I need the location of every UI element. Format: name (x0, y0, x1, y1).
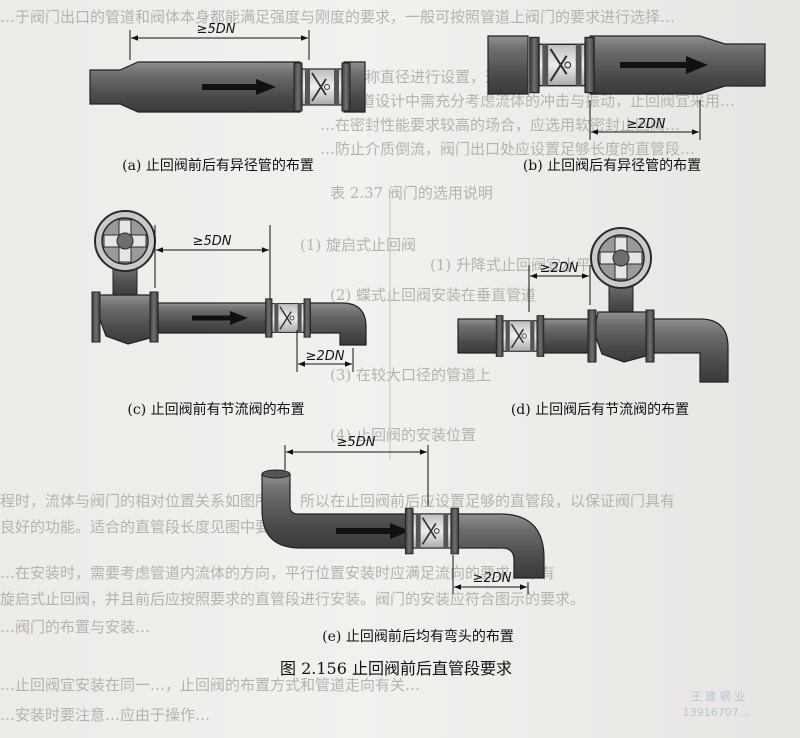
background-print: …于阀门出口的管道和阀体本身都能满足强度与刚度的要求，一般可按照管道上阀门的要求… (0, 8, 735, 724)
svg-text:…安装时要注意…应由于操作…: …安装时要注意…应由于操作… (0, 706, 210, 724)
panel-d-caption: (d) 止回阀后有节流阀的布置 (511, 402, 689, 418)
svg-text:…防止介质倒流，阀门出口处应设置足够长度的直管段…: …防止介质倒流，阀门出口处应设置足够长度的直管段… (320, 140, 695, 158)
svg-text:…阀门的布置与安装…: …阀门的布置与安装… (0, 618, 150, 636)
panel-b-diagram (487, 35, 766, 140)
svg-text:王 建 钢 业: 王 建 钢 业 (691, 689, 746, 703)
svg-text:表 2.37 阀门的选用说明: 表 2.37 阀门的选用说明 (330, 184, 493, 202)
panel-c-diagram (91, 210, 367, 372)
svg-text:…在安装时，需要考虑管道内流体的方向，平行位置安装时应满足流: …在安装时，需要考虑管道内流体的方向，平行位置安装时应满足流向的要求，带有 (0, 564, 555, 582)
svg-text:(4) 止回阀的安装位置: (4) 止回阀的安装位置 (330, 426, 476, 444)
panel-a-diagram (89, 30, 366, 113)
svg-text:(3) 在较大口径的管道上: (3) 在较大口径的管道上 (330, 366, 491, 384)
panel-e-caption: (e) 止回阀前后均有弯头的布置 (322, 628, 514, 645)
panel-b-dim-2dn: ≥2DN (627, 117, 666, 132)
panel-d-diagram (457, 227, 729, 383)
svg-text:…管道设计中需充分考虑流体的冲击与振动，止回阀宜采用…: …管道设计中需充分考虑流体的冲击与振动，止回阀宜采用… (330, 92, 735, 110)
panel-a-caption: (a) 止回阀前后有异径管的布置 (122, 157, 314, 174)
svg-text:旋启式止回阀，并且前后应按照要求的直管段进行安装。阀门的安装: 旋启式止回阀，并且前后应按照要求的直管段进行安装。阀门的安装应符合图示的要求。 (0, 590, 585, 608)
svg-text:(1) 升降式止回阀宜水平安装: (1) 升降式止回阀宜水平安装 (430, 256, 621, 274)
svg-text:13916707...: 13916707... (683, 706, 749, 719)
panel-b-caption: (b) 止回阀后有异径管的布置 (523, 158, 701, 174)
svg-text:程时，流体与阀门的相对位置关系如图所示，所以在止回阀前后应设: 程时，流体与阀门的相对位置关系如图所示，所以在止回阀前后应设置足够的直管段，以保… (0, 492, 675, 510)
panel-a-dim-5dn: ≥5DN (197, 22, 236, 37)
svg-text:(2) 蝶式止回阀安装在垂直管道: (2) 蝶式止回阀安装在垂直管道 (330, 286, 536, 304)
svg-text:…止回阀宜安装在同一…，止回阀的布置方式和管道走向有关…: …止回阀宜安装在同一…，止回阀的布置方式和管道走向有关… (0, 676, 420, 694)
svg-text:良好的功能。适合的直管段长度见图中要求……: 良好的功能。适合的直管段长度见图中要求…… (0, 518, 315, 536)
panel-e-diagram (261, 445, 545, 594)
svg-text:(1) 旋启式止回阀: (1) 旋启式止回阀 (300, 236, 416, 254)
watermark-stamp: 王 建 钢 业 13916707... (683, 689, 749, 719)
figure-caption: 图 2.156 止回阀前后直管段要求 (280, 659, 512, 678)
panel-c-dim-2dn: ≥2DN (306, 349, 345, 364)
panel-e-dim-2dn: ≥2DN (473, 571, 512, 586)
panel-e-dim-5dn: ≥5DN (337, 435, 376, 450)
panel-c-dim-5dn: ≥5DN (193, 234, 232, 249)
panel-c-caption: (c) 止回阀前有节流阀的布置 (127, 401, 304, 418)
panel-d-dim-2dn: ≥2DN (540, 261, 579, 276)
svg-text:…于阀门出口的管道和阀体本身都能满足强度与刚度的要求，一般可: …于阀门出口的管道和阀体本身都能满足强度与刚度的要求，一般可按照管道上阀门的要求… (0, 8, 675, 26)
